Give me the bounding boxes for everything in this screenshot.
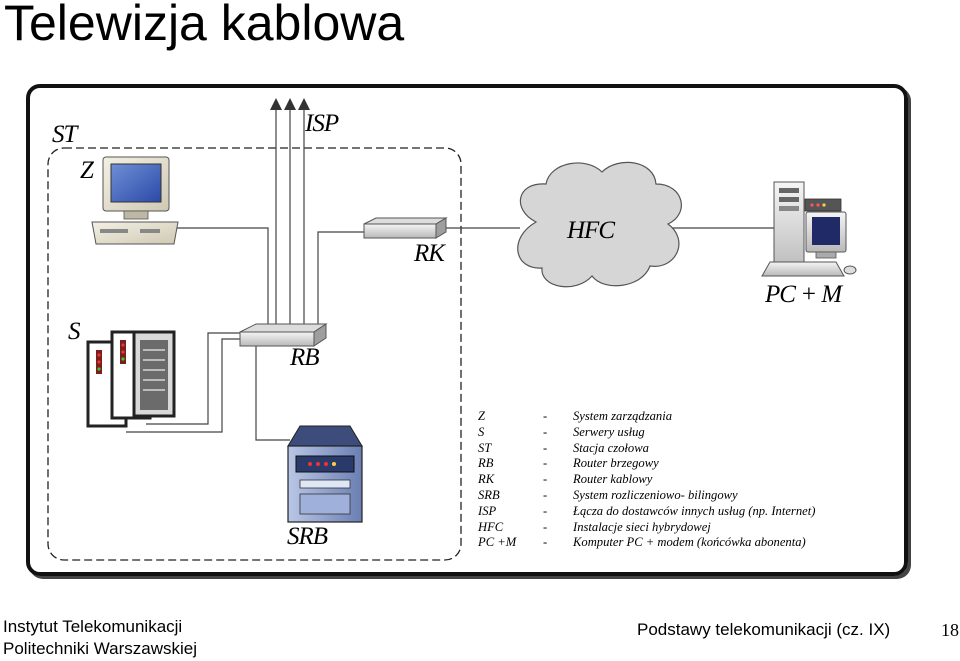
legend-dash: -	[543, 487, 548, 502]
legend-dash: -	[543, 456, 548, 471]
legend-description: Stacja czołowa	[573, 440, 649, 455]
label-rb: RB	[290, 344, 320, 371]
head-end-boundary	[47, 147, 462, 561]
label-s: S	[68, 318, 80, 345]
legend-description: Instalacje sieci hybrydowej	[573, 519, 711, 534]
up-arrow-icon	[298, 98, 310, 110]
subscriber-pc-icon	[761, 181, 857, 277]
legend-description: Łącza do dostawców innych usług (np. Int…	[573, 503, 816, 518]
edge-router-icon	[239, 323, 328, 347]
management-computer-icon	[91, 156, 179, 245]
legend-dash: -	[543, 409, 548, 423]
diagram-panel	[26, 84, 908, 576]
legend-dash: -	[543, 424, 548, 439]
legend-dash: -	[543, 503, 548, 518]
legend-dash: -	[543, 519, 548, 534]
legend-description: System rozliczeniowo- bilingowy	[573, 487, 738, 502]
up-arrow-icon	[270, 98, 282, 110]
legend-abbreviation: S	[478, 424, 485, 439]
legend-abbreviation: SRB	[478, 487, 500, 502]
legend-description: System zarządzania	[573, 409, 673, 423]
rb-to-server-line	[146, 332, 246, 425]
footer-institute-line1: Instytut Telekomunikacji	[3, 617, 183, 636]
label-isp: ISP	[305, 110, 339, 137]
footer-institute-line2: Politechniki Warszawskiej	[3, 639, 197, 658]
legend-description: Router kablowy	[573, 472, 653, 487]
legend-abbreviation: ISP	[478, 503, 497, 518]
legend-abbreviation: PC +M	[478, 535, 517, 550]
cable-router-icon	[363, 217, 448, 239]
connection-lines	[126, 108, 776, 441]
legend-dash: -	[543, 440, 548, 455]
legend-abbreviation: RB	[478, 456, 494, 471]
footer-course-title: Podstawy telekomunikacji (cz. IX)	[637, 620, 891, 639]
label-pc-modem: PC + M	[765, 281, 842, 308]
rb-to-rk-line	[317, 231, 366, 325]
legend-dash: -	[543, 472, 548, 487]
page-number: 18	[941, 620, 959, 640]
legend-description: Serwery usług	[573, 424, 645, 439]
billing-system-icon	[287, 425, 363, 523]
legend-abbreviation: ST	[478, 440, 492, 455]
legend-abbreviation: RK	[478, 472, 495, 487]
legend-description: Komputer PC + modem (końcówka abonenta)	[573, 535, 806, 550]
label-hfc: HFC	[567, 217, 615, 244]
legend-abbreviation: Z	[478, 409, 486, 423]
z-to-rb-line	[172, 227, 269, 325]
rb-to-server-line	[126, 338, 252, 433]
legend-description: Router brzegowy	[573, 456, 659, 471]
label-st: ST	[52, 121, 77, 148]
legend-abbreviation: HFC	[478, 519, 504, 534]
legend-dash: -	[543, 535, 548, 550]
label-z: Z	[80, 157, 94, 184]
up-arrow-icon	[284, 98, 296, 110]
label-srb: SRB	[287, 523, 328, 550]
rb-to-srb-line	[255, 346, 290, 441]
isp-arrows	[270, 98, 310, 110]
hfc-cloud-icon	[517, 161, 682, 288]
slide-title: Telewizja kablowa	[4, 0, 405, 51]
label-rk: RK	[414, 240, 445, 267]
service-servers-icon	[86, 330, 176, 428]
